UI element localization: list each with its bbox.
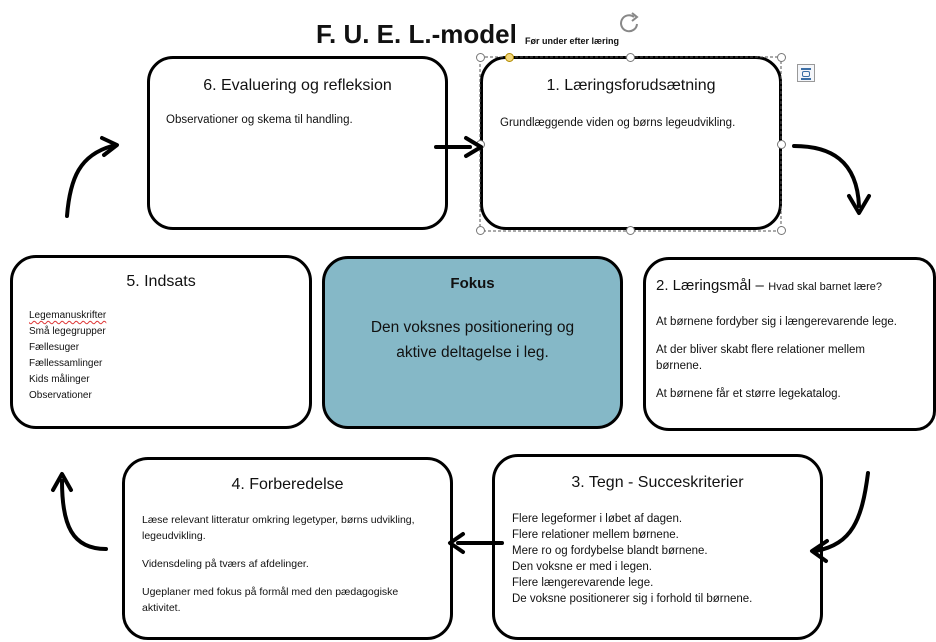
resize-handle[interactable] (777, 226, 786, 235)
box-indsats[interactable]: 5. Indsats Legemanuskrifter Små legegrup… (10, 255, 312, 429)
box-evaluering-body: Observationer og skema til handling. (166, 114, 353, 126)
list-item: Legemanuskrifter (29, 310, 107, 321)
layout-options-icon[interactable] (797, 64, 815, 82)
resize-handle[interactable] (777, 53, 786, 62)
box-evaluering[interactable]: 6. Evaluering og refleksion Observatione… (147, 56, 448, 230)
paragraph: At børnene fordyber sig i længerevarende… (656, 316, 898, 328)
list-item: Kids målinger (29, 374, 90, 385)
paragraph: Læse relevant litteratur omkring legetyp… (142, 514, 415, 542)
resize-handle[interactable] (476, 226, 485, 235)
box-laeringsmaal-heading: 2. Læringsmål – Hvad skal barnet lære? (656, 277, 882, 295)
box-laeringsmaal-body: At børnene fordyber sig i længerevarende… (656, 314, 927, 414)
box-forberedelse-title: 4. Forberedelse (231, 476, 344, 493)
box-laeringsmaal-title: 2. Læringsmål (656, 277, 752, 294)
box-fokus-body: Den voksnes positionering og aktive delt… (370, 319, 575, 361)
box-laeringsforudsaetning-title: 1. Læringsforudsætning (546, 77, 716, 94)
paragraph: Ugeplaner med fokus på formål med den pæ… (142, 586, 399, 614)
box-laeringsmaal-question: Hvad skal barnet lære? (768, 281, 883, 293)
box-laeringsmaal[interactable]: 2. Læringsmål – Hvad skal barnet lære? A… (643, 257, 936, 431)
adjust-handle[interactable] (505, 53, 514, 62)
box-laeringsforudsaetning[interactable]: 1. Læringsforudsætning Grundlæggende vid… (480, 56, 782, 230)
box-fokus[interactable]: Fokus Den voksnes positionering og aktiv… (322, 256, 623, 429)
page-title: F. U. E. L.-model (316, 19, 517, 49)
resize-handle[interactable] (777, 140, 786, 149)
list-item: De voksne positionerer sig i forhold til… (512, 593, 753, 605)
list-item: Små legegrupper (29, 326, 106, 337)
page-subtitle: Før under efter læring (525, 36, 620, 46)
list-item: Fællessamlinger (29, 358, 103, 369)
paragraph: At børnene får et større legekatalog. (656, 388, 841, 400)
box-tegn[interactable]: 3. Tegn - Succeskriterier Flere legeform… (492, 454, 823, 640)
box-forberedelse-body: Læse relevant litteratur omkring legetyp… (142, 512, 434, 628)
list-item: Flere længerevarende lege. (512, 577, 654, 589)
resize-handle[interactable] (626, 53, 635, 62)
box-laeringsmaal-dash: – (755, 277, 764, 294)
resize-handle[interactable] (476, 53, 485, 62)
list-item: Fællesuger (29, 342, 80, 353)
paragraph: At der bliver skabt flere relationer mel… (656, 344, 865, 372)
box-indsats-title: 5. Indsats (126, 273, 196, 290)
box-tegn-list: Flere legeformer i løbet af dagen. Flere… (512, 511, 812, 607)
box-fokus-title: Fokus (450, 275, 495, 292)
list-item: Den voksne er med i legen. (512, 561, 652, 573)
list-item: Flere relationer mellem børnene. (512, 529, 679, 541)
box-tegn-title: 3. Tegn - Succeskriterier (571, 474, 744, 491)
resize-handle[interactable] (476, 140, 485, 149)
box-evaluering-title: 6. Evaluering og refleksion (203, 77, 392, 94)
paragraph: Vidensdeling på tværs af afdelinger. (142, 558, 309, 570)
list-item: Flere legeformer i løbet af dagen. (512, 513, 683, 525)
box-indsats-list: Legemanuskrifter Små legegrupper Fællesu… (29, 308, 106, 404)
list-item: Mere ro og fordybelse blandt børnene. (512, 545, 708, 557)
box-laeringsforudsaetning-body: Grundlæggende viden og børns legeudvikli… (500, 117, 736, 129)
list-item: Observationer (29, 390, 92, 401)
box-forberedelse[interactable]: 4. Forberedelse Læse relevant litteratur… (122, 457, 453, 640)
resize-handle[interactable] (626, 226, 635, 235)
